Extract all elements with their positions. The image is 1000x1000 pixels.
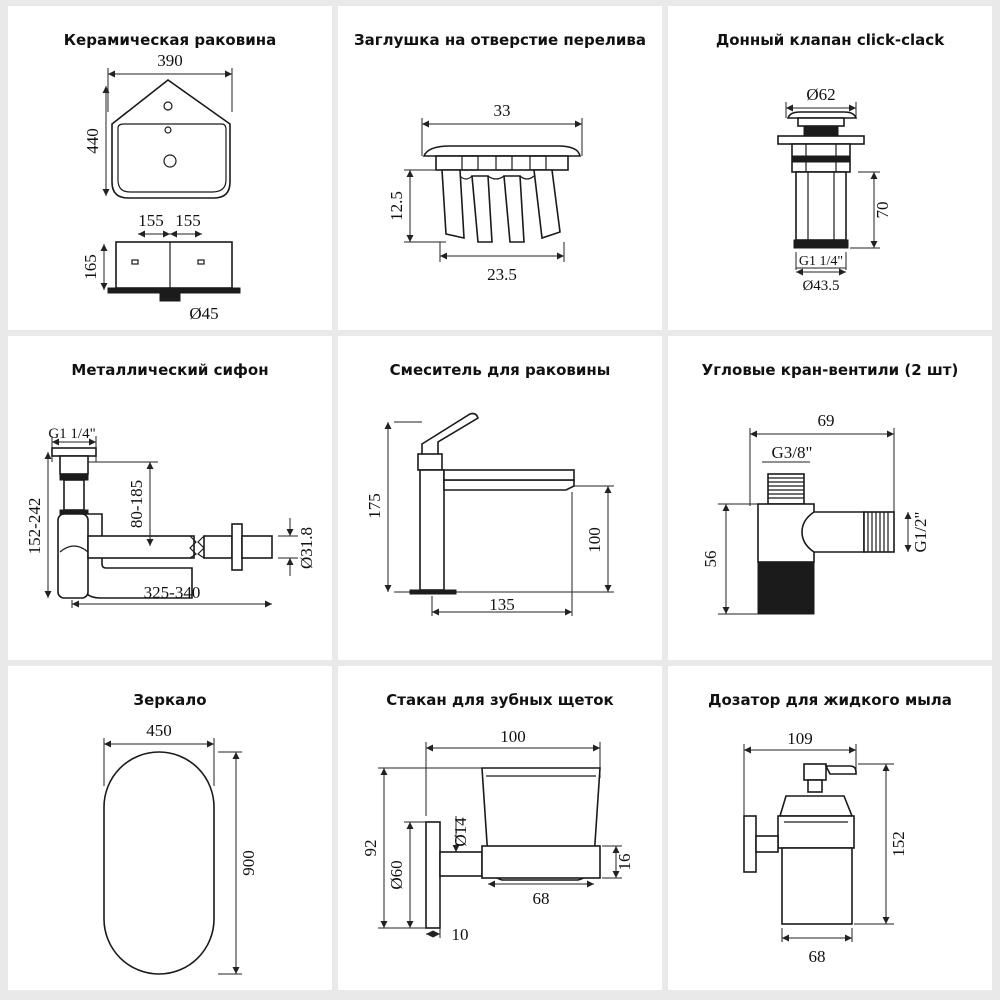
- dim-valve-length: 70: [873, 202, 892, 219]
- dim-mirror-height: 900: [239, 850, 258, 876]
- dim-valve-body: Ø43.5: [802, 278, 839, 294]
- card-metal-siphon: Металлический сифон G1 1/4" 152-242 8: [8, 336, 332, 660]
- dim-siphon-height: 152-242: [25, 498, 44, 555]
- dim-sink-drain: Ø45: [189, 304, 218, 323]
- tumbler-drawing: 100 92 Ø60 Ø14 16 68 10: [361, 727, 634, 944]
- dim-cap-insert-width: 23.5: [487, 265, 517, 284]
- card-title: Донный клапан click-clack: [715, 31, 945, 49]
- dispenser-drawing: 109 152 68: [743, 729, 908, 966]
- drain-valve-drawing: Ø62 70 G1 1/4" Ø43.5: [777, 85, 892, 294]
- dim-valve-total-width: 69: [818, 411, 835, 430]
- card-toothbrush-tumbler: Стакан для зубных щеток 100 92 Ø60 Ø14 1…: [338, 666, 662, 990]
- dim-mixer-reach: 135: [489, 595, 515, 614]
- dim-sink-width: 390: [157, 51, 183, 70]
- dim-valve-inlet-thread: G3/8": [772, 443, 813, 462]
- dim-valve-thread: G1 1/4": [799, 254, 843, 269]
- sink-drawing: 390 440 155 155 165 Ø45: [81, 51, 241, 323]
- dim-sink-half-left: 155: [138, 211, 164, 230]
- dim-tumbler-height: 92: [361, 840, 380, 857]
- dim-tumbler-arm: Ø14: [451, 817, 470, 847]
- mirror-drawing: 450 900: [103, 721, 258, 975]
- card-title: Зеркало: [133, 691, 207, 709]
- card-overflow-cap: Заглушка на отверстие перелива 33 12.5 2…: [338, 6, 662, 330]
- card-title: Заглушка на отверстие перелива: [354, 31, 646, 49]
- card-mirror: Зеркало 450 900: [8, 666, 332, 990]
- dim-sink-half-right: 155: [175, 211, 201, 230]
- dim-tumbler-depth: 10: [452, 925, 469, 944]
- dim-tumbler-width: 100: [500, 727, 526, 746]
- card-title: Смеситель для раковины: [389, 361, 611, 379]
- dim-tumbler-base: 68: [533, 889, 550, 908]
- dim-sink-depth: 440: [83, 128, 102, 154]
- dim-mixer-spout-height: 100: [585, 527, 604, 553]
- siphon-drawing: G1 1/4" 152-242 80-185: [25, 426, 316, 608]
- dim-mirror-width: 450: [146, 721, 172, 740]
- mixer-drawing: 175 100 135: [365, 412, 614, 616]
- card-click-clack-valve: Донный клапан click-clack Ø62 70: [668, 6, 992, 330]
- card-ceramic-sink: Керамическая раковина 390 440 155 155: [8, 6, 332, 330]
- card-title: Угловые кран-вентили (2 шт): [701, 361, 959, 379]
- dim-tumbler-holder: 16: [615, 854, 634, 871]
- card-basin-mixer: Смеситель для раковины 175 100 135: [338, 336, 662, 660]
- card-title: Керамическая раковина: [63, 31, 277, 49]
- dim-dispenser-width: 109: [787, 729, 813, 748]
- dim-valve-height: 56: [701, 551, 720, 568]
- card-soap-dispenser: Дозатор для жидкого мыла 109 152 68: [668, 666, 992, 990]
- overflow-cap-drawing: 33 12.5 23.5: [387, 101, 583, 284]
- angle-valve-drawing: 69 G3/8" 56 G1/2": [701, 411, 930, 615]
- dim-tumbler-plate: Ø60: [387, 860, 406, 889]
- dim-dispenser-base: 68: [809, 947, 826, 966]
- dim-valve-head: Ø62: [806, 85, 835, 104]
- dim-cap-width: 33: [494, 101, 511, 120]
- dim-cap-height: 12.5: [387, 191, 406, 221]
- dim-siphon-pipe: Ø31.8: [297, 527, 316, 569]
- card-title: Дозатор для жидкого мыла: [708, 691, 952, 709]
- dim-siphon-length: 325-340: [144, 583, 201, 602]
- card-title: Стакан для зубных щеток: [386, 691, 614, 709]
- dim-siphon-thread: G1 1/4": [48, 426, 95, 442]
- card-title: Металлический сифон: [71, 361, 269, 379]
- dim-siphon-outlet-height: 80-185: [127, 480, 146, 528]
- card-angle-valves: Угловые кран-вентили (2 шт) 69 G3/8" 56 …: [668, 336, 992, 660]
- dim-valve-outlet-thread: G1/2": [911, 512, 930, 553]
- dim-mixer-height: 175: [365, 493, 384, 519]
- dim-dispenser-height: 152: [889, 831, 908, 857]
- dim-sink-height: 165: [81, 254, 100, 280]
